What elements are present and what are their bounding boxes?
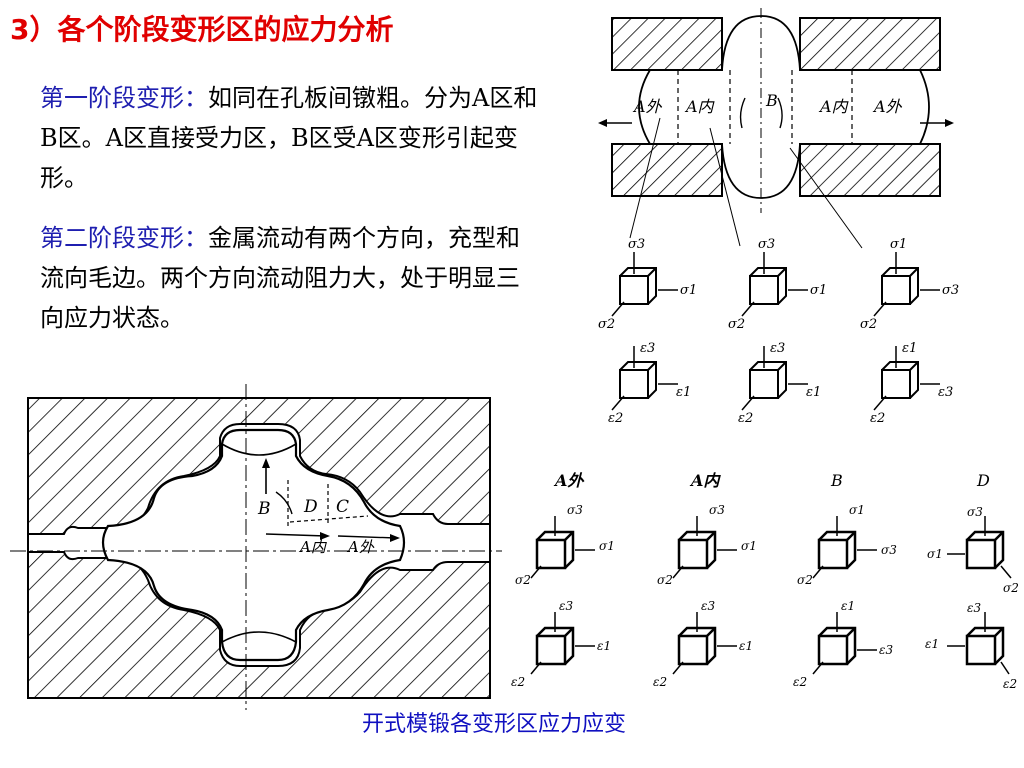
zone-strain-cube-4: ε3 ε1 ε2 bbox=[925, 601, 1017, 691]
svg-text:σ2: σ2 bbox=[598, 317, 615, 332]
stage-two-label-b: B bbox=[257, 499, 271, 519]
lower-die-right bbox=[799, 143, 941, 197]
stage-one-text: 如同在孔板间镦粗。分为A区和B区。A区直接受力区，B区受A区变形引起变形。 bbox=[40, 84, 538, 192]
figure-caption: 开式模锻各变形区应力应变 bbox=[362, 712, 627, 737]
svg-text:σ2: σ2 bbox=[515, 573, 531, 587]
svg-text:ε1: ε1 bbox=[597, 639, 611, 653]
svg-text:σ1: σ1 bbox=[599, 539, 615, 553]
svg-text:ε3: ε3 bbox=[879, 643, 893, 657]
svg-text:σ1: σ1 bbox=[680, 283, 697, 298]
zone-stress-cube-1: σ3 σ1 σ2 bbox=[515, 503, 615, 587]
svg-text:σ3: σ3 bbox=[758, 237, 775, 252]
svg-text:ε3: ε3 bbox=[559, 599, 573, 613]
upper-die-right bbox=[799, 17, 941, 71]
stage-two-label-a-inner: A内 bbox=[298, 538, 328, 556]
zone-header-d: D bbox=[976, 471, 990, 490]
svg-text:ε2: ε2 bbox=[793, 675, 807, 689]
svg-text:ε3: ε3 bbox=[770, 341, 785, 356]
stage-one-strain-cube-2: ε3 ε1 ε2 bbox=[738, 341, 821, 426]
zone-strain-cube-1: ε3 ε1 ε2 bbox=[511, 599, 611, 689]
svg-text:ε3: ε3 bbox=[640, 341, 655, 356]
stage-one-figure: A外 A内 B A内 A外 σ3 σ1 σ2 σ3 σ1 σ2 σ1 σ3 σ2… bbox=[598, 8, 959, 426]
stage-one-strain-cube-3: ε1 ε3 ε2 bbox=[870, 341, 953, 426]
svg-text:ε3: ε3 bbox=[701, 599, 715, 613]
svg-text:ε2: ε2 bbox=[870, 411, 885, 426]
svg-text:σ1: σ1 bbox=[849, 503, 865, 517]
svg-text:ε2: ε2 bbox=[511, 675, 525, 689]
svg-text:σ2: σ2 bbox=[797, 573, 813, 587]
stage-two-heading: 第二阶段变形： bbox=[40, 224, 208, 252]
paragraph-stage-one: 第一阶段变形：如同在孔板间镦粗。分为A区和B区。A区直接受力区，B区受A区变形引… bbox=[40, 78, 540, 198]
svg-text:σ2: σ2 bbox=[657, 573, 673, 587]
svg-text:σ3: σ3 bbox=[628, 237, 645, 252]
svg-text:σ3: σ3 bbox=[567, 503, 583, 517]
svg-text:σ3: σ3 bbox=[967, 505, 983, 519]
svg-text:σ1: σ1 bbox=[890, 237, 907, 252]
slide-title: 3）各个阶段变形区的应力分析 bbox=[10, 13, 394, 46]
svg-text:ε1: ε1 bbox=[841, 599, 855, 613]
svg-text:σ2: σ2 bbox=[1003, 581, 1019, 595]
svg-text:ε1: ε1 bbox=[806, 385, 821, 400]
stage-two-label-d: D bbox=[303, 497, 318, 517]
stage-two-label-c: C bbox=[336, 497, 349, 517]
stage-one-heading: 第一阶段变形： bbox=[40, 84, 208, 112]
stage-one-label-1: A外 bbox=[632, 97, 663, 116]
svg-text:σ1: σ1 bbox=[927, 547, 943, 561]
svg-text:σ1: σ1 bbox=[810, 283, 827, 298]
stage-one-stress-cube-2: σ3 σ1 σ2 bbox=[728, 237, 827, 332]
zone-stress-cube-4: σ3 σ1 σ2 bbox=[927, 505, 1019, 595]
svg-text:ε2: ε2 bbox=[1003, 677, 1017, 691]
svg-text:ε1: ε1 bbox=[676, 385, 691, 400]
zone-stress-cube-2: σ3 σ1 σ2 bbox=[657, 503, 757, 587]
svg-text:ε2: ε2 bbox=[608, 411, 623, 426]
stage-one-label-5: A外 bbox=[872, 97, 903, 116]
stage-two-text: 金属流动有两个方向，充型和流向毛边。两个方向流动阻力大，处于明显三向应力状态。 bbox=[40, 224, 520, 332]
zone-strain-cube-2: ε3 ε1 ε2 bbox=[653, 599, 753, 689]
stage-one-stress-cube-1: σ3 σ1 σ2 bbox=[598, 237, 697, 332]
svg-text:σ2: σ2 bbox=[860, 317, 877, 332]
stage-one-stress-cube-3: σ1 σ3 σ2 bbox=[860, 237, 959, 332]
workpiece-bulge bbox=[638, 69, 930, 145]
stage-two-figure: B D C A内 A外 bbox=[10, 384, 502, 710]
svg-text:ε1: ε1 bbox=[925, 637, 939, 651]
zone-header-b: B bbox=[830, 471, 843, 490]
stage-one-strain-cube-1: ε3 ε1 ε2 bbox=[608, 341, 691, 426]
zone-strain-cube-3: ε1 ε3 ε2 bbox=[793, 599, 893, 689]
svg-text:σ3: σ3 bbox=[709, 503, 725, 517]
zone-header-a-outer: A外 bbox=[553, 471, 585, 490]
svg-text:ε3: ε3 bbox=[938, 385, 953, 400]
lower-die-left bbox=[611, 143, 723, 197]
stage-two-label-a-outer: A外 bbox=[346, 538, 375, 556]
svg-text:ε2: ε2 bbox=[653, 675, 667, 689]
zone-stress-cube-3: σ1 σ3 σ2 bbox=[797, 503, 897, 587]
zone-header-a-inner: A内 bbox=[689, 471, 721, 490]
zones-stress-strain-grid: A外 A内 B D σ3 σ1 σ2 σ3 σ1 σ2 σ1 σ3 σ2 σ3 … bbox=[511, 471, 1019, 691]
svg-text:σ1: σ1 bbox=[741, 539, 757, 553]
svg-text:ε2: ε2 bbox=[738, 411, 753, 426]
stage-one-label-4: A内 bbox=[818, 97, 850, 116]
svg-text:σ2: σ2 bbox=[728, 317, 745, 332]
upper-die-left bbox=[611, 17, 723, 71]
svg-text:σ3: σ3 bbox=[881, 543, 897, 557]
svg-text:ε1: ε1 bbox=[739, 639, 753, 653]
paragraph-stage-two: 第二阶段变形：金属流动有两个方向，充型和流向毛边。两个方向流动阻力大，处于明显三… bbox=[40, 218, 540, 338]
svg-text:ε3: ε3 bbox=[967, 601, 981, 615]
stage-one-label-2: A内 bbox=[684, 97, 716, 116]
stage-one-label-3: B bbox=[765, 91, 778, 110]
svg-text:σ3: σ3 bbox=[942, 283, 959, 298]
svg-text:ε1: ε1 bbox=[902, 341, 917, 356]
